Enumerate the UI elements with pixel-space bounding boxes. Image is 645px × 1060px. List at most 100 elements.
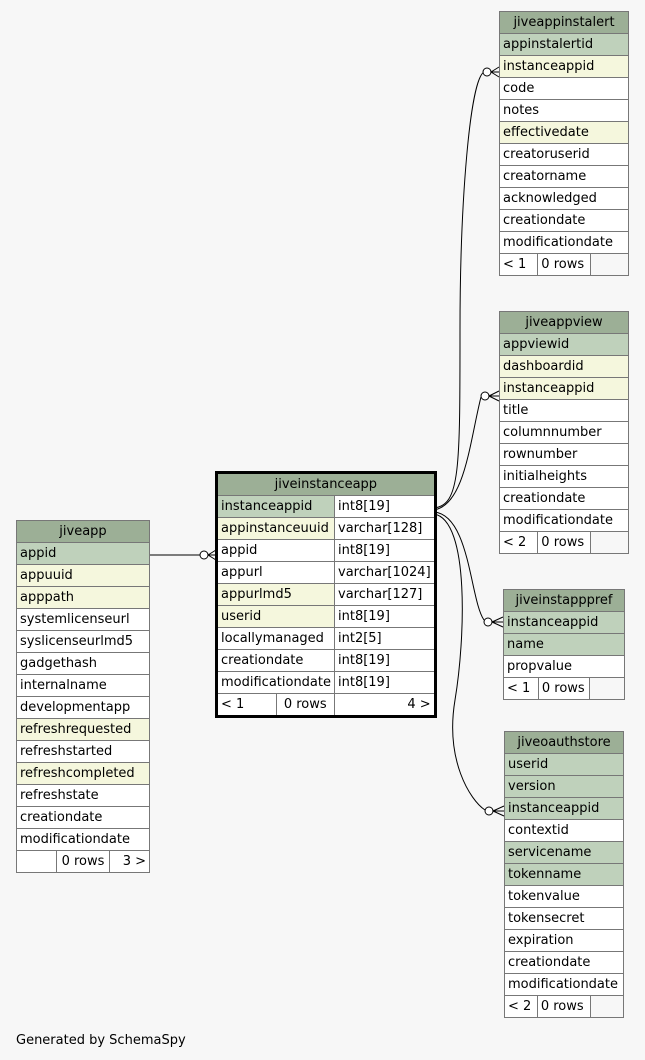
column-name[interactable]: instanceappid — [504, 797, 624, 820]
column-name[interactable]: appurl — [216, 561, 335, 584]
column-row[interactable]: modificationdate — [499, 509, 629, 532]
column-name[interactable]: userid — [216, 605, 335, 628]
column-name[interactable]: creatorname — [499, 165, 629, 188]
column-name[interactable]: syslicenseurlmd5 — [16, 630, 150, 653]
column-row[interactable]: name — [503, 633, 625, 656]
column-row[interactable]: expiration — [504, 929, 624, 952]
column-name[interactable]: creationdate — [216, 649, 335, 672]
column-name[interactable]: creationdate — [499, 209, 629, 232]
column-row[interactable]: servicename — [504, 841, 624, 864]
column-name[interactable]: title — [499, 399, 629, 422]
column-name[interactable]: version — [504, 775, 624, 798]
table-title[interactable]: jiveapp — [16, 520, 150, 543]
column-name[interactable]: locallymanaged — [216, 627, 335, 650]
column-name[interactable]: contextid — [504, 819, 624, 842]
column-row[interactable]: creationdate — [499, 487, 629, 510]
table-title[interactable]: jiveoauthstore — [504, 731, 624, 754]
column-row[interactable]: appid — [16, 542, 150, 565]
column-name[interactable]: appinstanceuuid — [216, 517, 335, 540]
column-row[interactable]: rownumber — [499, 443, 629, 466]
column-row[interactable]: creatorname — [499, 165, 629, 188]
column-name[interactable]: creationdate — [499, 487, 629, 510]
column-row[interactable]: gadgethash — [16, 652, 150, 675]
column-row[interactable]: modificationdate — [499, 231, 629, 254]
column-name[interactable]: appid — [216, 539, 335, 562]
column-name[interactable]: initialheights — [499, 465, 629, 488]
column-name[interactable]: dashboardid — [499, 355, 629, 378]
table-title[interactable]: jiveinstapppref — [503, 589, 625, 612]
column-row[interactable]: version — [504, 775, 624, 798]
column-name[interactable]: expiration — [504, 929, 624, 952]
column-name[interactable]: instanceappid — [499, 55, 629, 78]
column-row[interactable]: syslicenseurlmd5 — [16, 630, 150, 653]
column-row[interactable]: creatoruserid — [499, 143, 629, 166]
column-row[interactable]: refreshcompleted — [16, 762, 150, 785]
column-row[interactable]: refreshrequested — [16, 718, 150, 741]
column-name[interactable]: developmentapp — [16, 696, 150, 719]
column-row[interactable]: notes — [499, 99, 629, 122]
column-row[interactable]: modificationdate — [504, 973, 624, 996]
column-row[interactable]: effectivedate — [499, 121, 629, 144]
column-row[interactable]: systemlicenseurl — [16, 608, 150, 631]
column-name[interactable]: creationdate — [16, 806, 150, 829]
column-name[interactable]: creationdate — [504, 951, 624, 974]
column-row[interactable]: columnnumber — [499, 421, 629, 444]
column-name[interactable]: appuuid — [16, 564, 150, 587]
column-name[interactable]: appinstalertid — [499, 33, 629, 56]
footer-parents[interactable]: < 1 — [216, 693, 277, 717]
column-row[interactable]: dashboardid — [499, 355, 629, 378]
column-name[interactable]: modificationdate — [499, 509, 629, 532]
column-row[interactable]: tokensecret — [504, 907, 624, 930]
column-name[interactable]: modificationdate — [16, 828, 150, 851]
column-name[interactable]: instanceappid — [216, 495, 335, 518]
column-name[interactable]: modificationdate — [504, 973, 624, 996]
footer-parents[interactable]: < 2 — [504, 995, 538, 1018]
column-name[interactable]: notes — [499, 99, 629, 122]
column-name[interactable]: refreshstate — [16, 784, 150, 807]
column-name[interactable]: refreshcompleted — [16, 762, 150, 785]
footer-parents[interactable]: < 1 — [498, 253, 539, 276]
column-row[interactable]: initialheights — [499, 465, 629, 488]
column-name[interactable]: rownumber — [499, 443, 629, 466]
column-name[interactable]: appid — [16, 542, 150, 565]
column-name[interactable]: userid — [504, 753, 624, 776]
column-row[interactable]: title — [499, 399, 629, 422]
column-row[interactable]: apppath — [16, 586, 150, 609]
column-name[interactable]: instanceappid — [499, 377, 629, 400]
column-row[interactable]: instanceappid — [499, 377, 629, 400]
column-row[interactable]: creationdate — [16, 806, 150, 829]
column-row[interactable]: creationdate — [504, 951, 624, 974]
column-row[interactable]: appinstalertid — [499, 33, 629, 56]
column-name[interactable]: refreshstarted — [16, 740, 150, 763]
footer-parents[interactable]: < 2 — [498, 531, 539, 554]
column-name[interactable]: instanceappid — [503, 611, 625, 634]
column-row[interactable]: appviewid — [499, 333, 629, 356]
footer-parents[interactable]: < 1 — [503, 677, 539, 700]
column-row[interactable]: userid — [504, 753, 624, 776]
column-name[interactable]: creatoruserid — [499, 143, 629, 166]
column-row[interactable]: appuuid — [16, 564, 150, 587]
column-row[interactable]: refreshstarted — [16, 740, 150, 763]
column-row[interactable]: instanceappid — [499, 55, 629, 78]
column-name[interactable]: systemlicenseurl — [16, 608, 150, 631]
column-row[interactable]: acknowledged — [499, 187, 629, 210]
column-row[interactable]: internalname — [16, 674, 150, 697]
column-name[interactable]: gadgethash — [16, 652, 150, 675]
footer-children[interactable]: 3 > — [108, 850, 151, 873]
column-name[interactable]: columnnumber — [499, 421, 629, 444]
column-name[interactable]: tokensecret — [504, 907, 624, 930]
column-row[interactable]: contextid — [504, 819, 624, 842]
column-name[interactable]: appviewid — [499, 333, 629, 356]
column-name[interactable]: appurlmd5 — [216, 583, 335, 606]
